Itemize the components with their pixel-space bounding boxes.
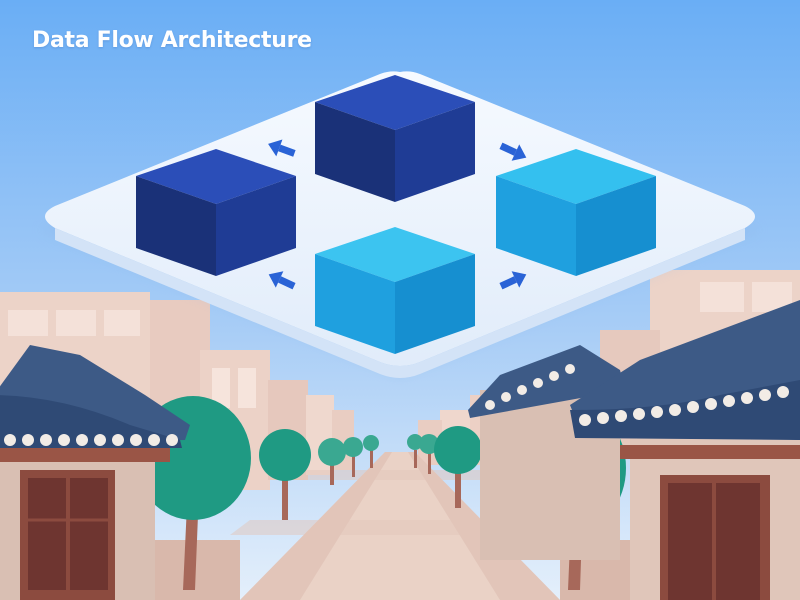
arrow-top-to-right: [499, 142, 527, 161]
hanok-house-left: [0, 345, 190, 600]
cube-top: [315, 75, 475, 202]
arrow-bottom-to-left: [268, 271, 296, 290]
mid-trees: [259, 426, 482, 520]
arrow-bottom-to-right: [499, 271, 527, 290]
page-title: Data Flow Architecture: [32, 28, 312, 53]
cube-bottom: [315, 227, 475, 354]
cube-right: [496, 149, 656, 276]
far-trees: [318, 434, 439, 485]
flow-arrow-icon: [268, 139, 527, 290]
cube-left: [136, 149, 296, 276]
arrow-top-to-left: [268, 139, 296, 157]
hanok-house-right: [468, 300, 800, 600]
